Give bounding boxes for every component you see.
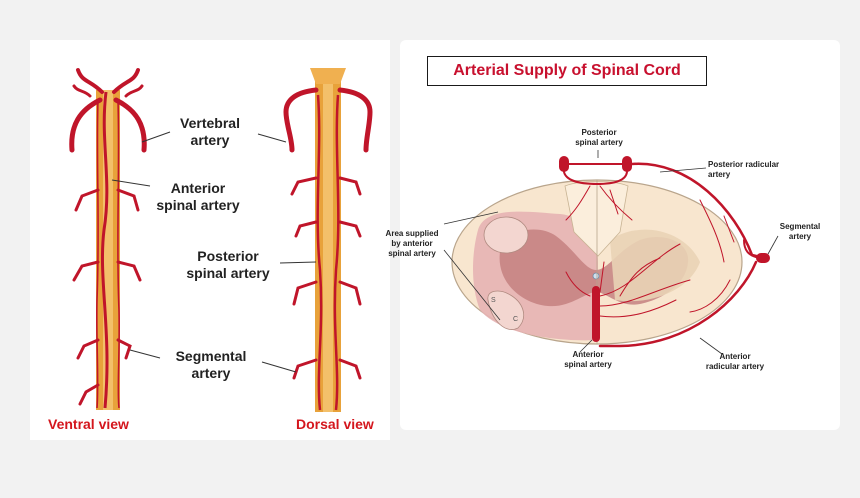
cs-anterior-spinal-artery-label: Anterior spinal artery [552, 350, 624, 370]
label-line: radicular artery [705, 362, 765, 371]
ventral-vertebral-arteries [69, 68, 147, 153]
ventral-spinal-cord [95, 90, 120, 410]
central-canal [592, 272, 600, 280]
ventral-view-label: Ventral view [48, 416, 129, 432]
dorsal-segmental-arteries [290, 176, 362, 380]
label-line: spinal artery [156, 196, 240, 213]
posterior-spinal-artery-label: Posterior spinal artery [176, 248, 280, 282]
ventral-segmental-arteries [72, 188, 142, 406]
label-line: artery [190, 131, 230, 148]
tract-circle-top [483, 216, 529, 254]
label-pointer-lines [111, 131, 317, 373]
label-line: Anterior [572, 350, 604, 359]
cross-section-pointers [443, 150, 779, 355]
label-line: spinal artery [564, 360, 612, 369]
label-line: Anterior [170, 180, 226, 196]
cs-segmental-artery-label: Segmental artery [772, 222, 828, 242]
dorsal-view-label: Dorsal view [296, 416, 374, 432]
label-line: artery [191, 364, 231, 381]
label-line: Posterior radicular [708, 160, 780, 169]
tract-marker-s: S [491, 297, 496, 304]
label-line: spinal artery [575, 138, 623, 147]
cross-section-arteries [559, 156, 770, 348]
label-line: artery [708, 170, 731, 179]
dorsal-vertebral-arteries [283, 87, 373, 153]
label-line: Posterior [197, 248, 259, 264]
cs-area-supplied-label: Area supplied by anterior spinal artery [376, 229, 448, 259]
label-line: Area supplied [385, 229, 439, 238]
label-line: Anterior [719, 352, 751, 361]
cs-posterior-radicular-artery-label: Posterior radicular artery [708, 160, 798, 180]
label-line: Segmental [779, 222, 821, 231]
label-line: spinal artery [186, 264, 270, 281]
dorsal-spinal-cord [310, 68, 346, 412]
diagram-title: Arterial Supply of Spinal Cord [427, 56, 707, 86]
label-line: Segmental [175, 348, 247, 364]
tract-s-c [487, 290, 525, 330]
label-line: spinal artery [388, 249, 436, 258]
segmental-artery-label: Segmental artery [166, 348, 256, 382]
label-line: by anterior [391, 239, 433, 248]
label-line: Vertebral [180, 115, 240, 131]
label-line: Posterior [581, 128, 617, 137]
cs-anterior-radicular-artery-label: Anterior radicular artery [690, 352, 780, 372]
tract-marker-c: C [513, 316, 519, 323]
anterior-spinal-artery-label: Anterior spinal artery [146, 180, 250, 214]
label-line: artery [788, 232, 812, 241]
cs-posterior-spinal-artery-label: Posterior spinal artery [564, 128, 634, 148]
vertebral-artery-label: Vertebral artery [170, 115, 250, 149]
